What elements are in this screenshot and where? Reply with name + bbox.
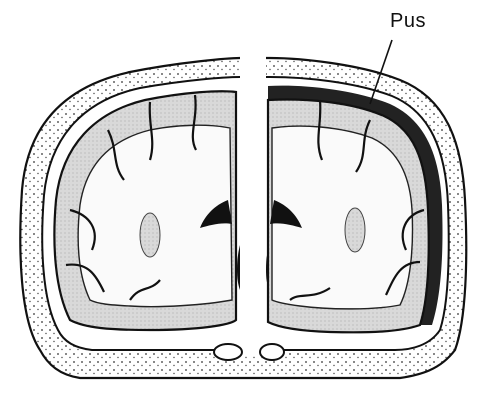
pus-label: Pus xyxy=(390,10,426,33)
left-base-vessel xyxy=(214,344,242,360)
right-basal-ganglia xyxy=(345,208,365,252)
midline-gap xyxy=(240,55,266,355)
right-base-vessel xyxy=(260,344,284,360)
left-basal-ganglia xyxy=(140,213,160,257)
